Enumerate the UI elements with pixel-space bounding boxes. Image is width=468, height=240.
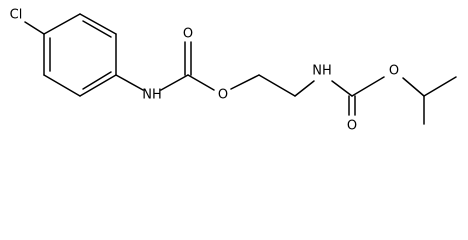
n-c-bond-2: [331, 80, 353, 97]
n-c-bond: [160, 74, 189, 91]
ring-bond: [43, 13, 81, 35]
ring-double-bond: [82, 71, 112, 90]
ch-ch3-bond: [423, 76, 457, 97]
carbonyl-o-label-2: O: [347, 119, 357, 134]
ring-bond: [43, 74, 81, 97]
ring-bond: [79, 74, 117, 97]
ring-bond: [79, 13, 117, 35]
ester-o-label-2: O: [389, 64, 399, 79]
benzene-ring: [43, 13, 117, 97]
o-ch-bond: [402, 77, 425, 97]
c-cl-bond: [24, 21, 45, 35]
ring-double-bond: [82, 20, 112, 38]
nh-label-1: NH: [142, 88, 162, 103]
aryl-n-bond: [115, 74, 144, 91]
chemical-structure: Cl NH O O NH O O: [10, 8, 457, 134]
ch2-n-bond: [294, 80, 315, 97]
chlorine-label: Cl: [10, 8, 23, 23]
ester-o-label-1: O: [218, 88, 228, 103]
ch2-ch2-bond: [258, 74, 296, 97]
c-o-bond: [187, 74, 215, 91]
c-o-bond-2: [351, 76, 385, 97]
nh-label-2: NH: [312, 64, 332, 79]
carbonyl-o-label-1: O: [183, 27, 193, 42]
o-ch2-bond: [230, 74, 260, 90]
